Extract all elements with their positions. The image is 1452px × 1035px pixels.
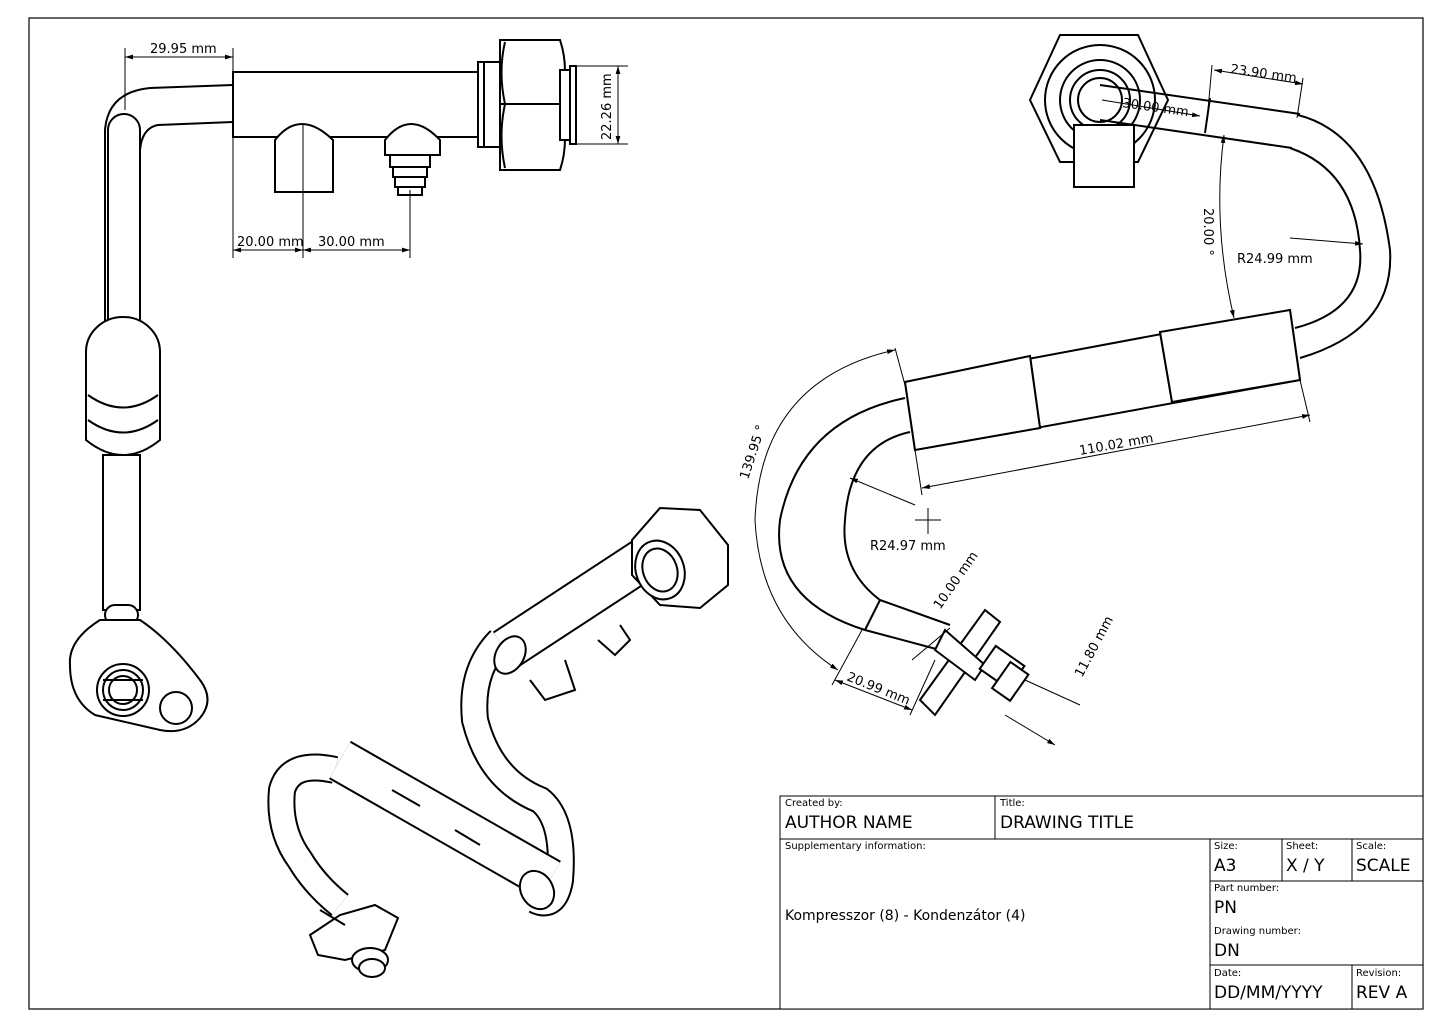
scale-label: Scale: (1356, 841, 1386, 852)
dim-end-length-2: 11.80 mm (1072, 614, 1117, 680)
sheet-value: X / Y (1286, 856, 1325, 876)
part-label: Part number: (1214, 883, 1279, 894)
title-value: DRAWING TITLE (1000, 813, 1134, 833)
left-pipe-assembly (68, 316, 209, 733)
dim-top-offset-2: 30.00 mm (318, 235, 385, 250)
title-label: Title: (999, 798, 1025, 809)
supp-label: Supplementary information: (785, 841, 926, 852)
sheet-label: Sheet: (1286, 841, 1318, 852)
dim-right-length: 23.90 mm (1229, 62, 1297, 86)
size-label: Size: (1214, 841, 1238, 852)
revision-label: Revision: (1356, 968, 1401, 979)
dim-top-length: 29.95 mm (150, 42, 217, 57)
side-view (104, 39, 577, 365)
created-by-value: AUTHOR NAME (785, 813, 913, 833)
dimension-lines (124, 48, 1364, 746)
dim-top-height: 22.26 mm (600, 73, 615, 140)
date-label: Date: (1214, 968, 1241, 979)
revision-value: REV A (1356, 983, 1408, 1003)
isometric-view (267, 506, 729, 978)
dim-end-length-3: 20.99 mm (845, 670, 912, 709)
drawing-value: DN (1214, 941, 1240, 961)
size-value: A3 (1214, 856, 1236, 876)
dim-top-offset-1: 20.00 mm (237, 235, 304, 250)
scale-value: SCALE (1356, 856, 1411, 876)
dim-mid-length: 110.02 mm (1078, 431, 1154, 459)
supp-value: Kompresszor (8) - Kondenzátor (4) (785, 908, 1025, 924)
sheet-border (28, 17, 1424, 1010)
dim-right-radius: R24.99 mm (1237, 252, 1313, 267)
dim-mid-angle: 139.95 ° (738, 423, 770, 481)
created-by-label: Created by: (785, 798, 843, 809)
drawing-label: Drawing number: (1214, 926, 1301, 937)
dim-right-angle: 20.00 ° (1200, 208, 1215, 256)
date-value: DD/MM/YYYY (1214, 983, 1323, 1003)
part-value: PN (1214, 898, 1237, 918)
dim-mid-radius: R24.97 mm (870, 539, 946, 554)
top-view (778, 34, 1392, 717)
dim-end-length-1: 10.00 mm (931, 549, 982, 612)
title-block (779, 795, 1424, 1010)
